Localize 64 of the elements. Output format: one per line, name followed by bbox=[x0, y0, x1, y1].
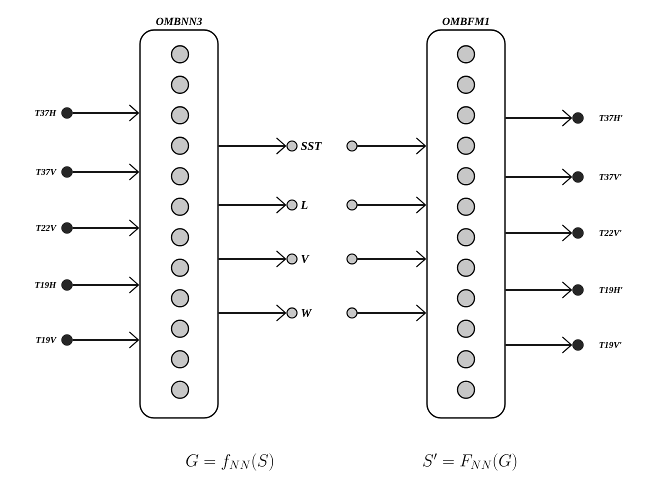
arrow bbox=[72, 220, 140, 236]
neuron-circle bbox=[456, 45, 476, 64]
neuron-circle bbox=[170, 106, 190, 124]
box-title: OMBNN3 bbox=[156, 18, 202, 26]
arrow bbox=[72, 104, 140, 122]
signal-label: L bbox=[300, 201, 308, 209]
signal-label: T19V bbox=[36, 336, 57, 344]
arrow bbox=[506, 110, 572, 126]
signal-label: T19V′ bbox=[600, 342, 622, 348]
neuron-circle bbox=[456, 198, 476, 216]
signal-label: T22V′ bbox=[600, 230, 622, 236]
neuron-circle bbox=[456, 380, 476, 399]
neuron-circle bbox=[170, 350, 190, 368]
neuron-circle bbox=[456, 76, 476, 94]
signal-label: SST bbox=[300, 142, 322, 150]
neuron-circle bbox=[456, 320, 476, 338]
arrow bbox=[358, 196, 426, 214]
box-title: OMBFM1 bbox=[442, 18, 489, 26]
neuron-circle bbox=[456, 258, 476, 277]
neuron-circle bbox=[456, 106, 476, 124]
neuron-circle bbox=[170, 228, 190, 246]
neuron-circle bbox=[170, 45, 190, 64]
equation: $G = f_{NN}(S)$ bbox=[186, 453, 274, 471]
neuron-circle bbox=[170, 289, 190, 308]
neuron-circle bbox=[170, 320, 190, 338]
arrow bbox=[358, 138, 426, 154]
equation: $S' = F_{NN}(G)$ bbox=[423, 453, 516, 471]
arrow bbox=[72, 332, 140, 348]
signal-label: T19H′ bbox=[600, 286, 622, 294]
arrow bbox=[218, 138, 286, 154]
arrow bbox=[218, 304, 286, 322]
small-circle bbox=[346, 199, 358, 211]
neuron-circle bbox=[170, 167, 190, 186]
neuron-circle bbox=[456, 350, 476, 368]
signal-label: T22V bbox=[36, 224, 57, 232]
arrow bbox=[358, 304, 426, 322]
arrow bbox=[72, 276, 140, 294]
arrow bbox=[72, 164, 140, 180]
signal-label: V bbox=[301, 254, 310, 264]
neuron-circle bbox=[170, 258, 190, 277]
signal-label: T37H bbox=[35, 110, 56, 116]
arrow bbox=[506, 224, 572, 242]
arrow bbox=[506, 168, 572, 186]
arrow bbox=[218, 196, 286, 214]
signal-label: T19H bbox=[35, 282, 56, 288]
neuron-circle bbox=[456, 289, 476, 308]
neuron-circle bbox=[456, 136, 476, 155]
arrow bbox=[506, 282, 572, 298]
neuron-circle bbox=[170, 198, 190, 216]
signal-label: T37H′ bbox=[600, 114, 622, 122]
arrow bbox=[358, 250, 426, 268]
neuron-circle bbox=[456, 228, 476, 246]
neuron-circle bbox=[170, 76, 190, 94]
small-circle bbox=[346, 307, 358, 319]
neuron-circle bbox=[170, 380, 190, 399]
signal-label: T37V bbox=[36, 168, 57, 176]
arrow bbox=[218, 250, 286, 268]
signal-label: W bbox=[302, 308, 312, 318]
small-circle bbox=[346, 140, 358, 152]
signal-label: T37V′ bbox=[600, 174, 622, 180]
neuron-circle bbox=[170, 136, 190, 155]
arrow bbox=[506, 336, 572, 354]
small-circle bbox=[346, 253, 358, 265]
neuron-circle bbox=[456, 167, 476, 186]
